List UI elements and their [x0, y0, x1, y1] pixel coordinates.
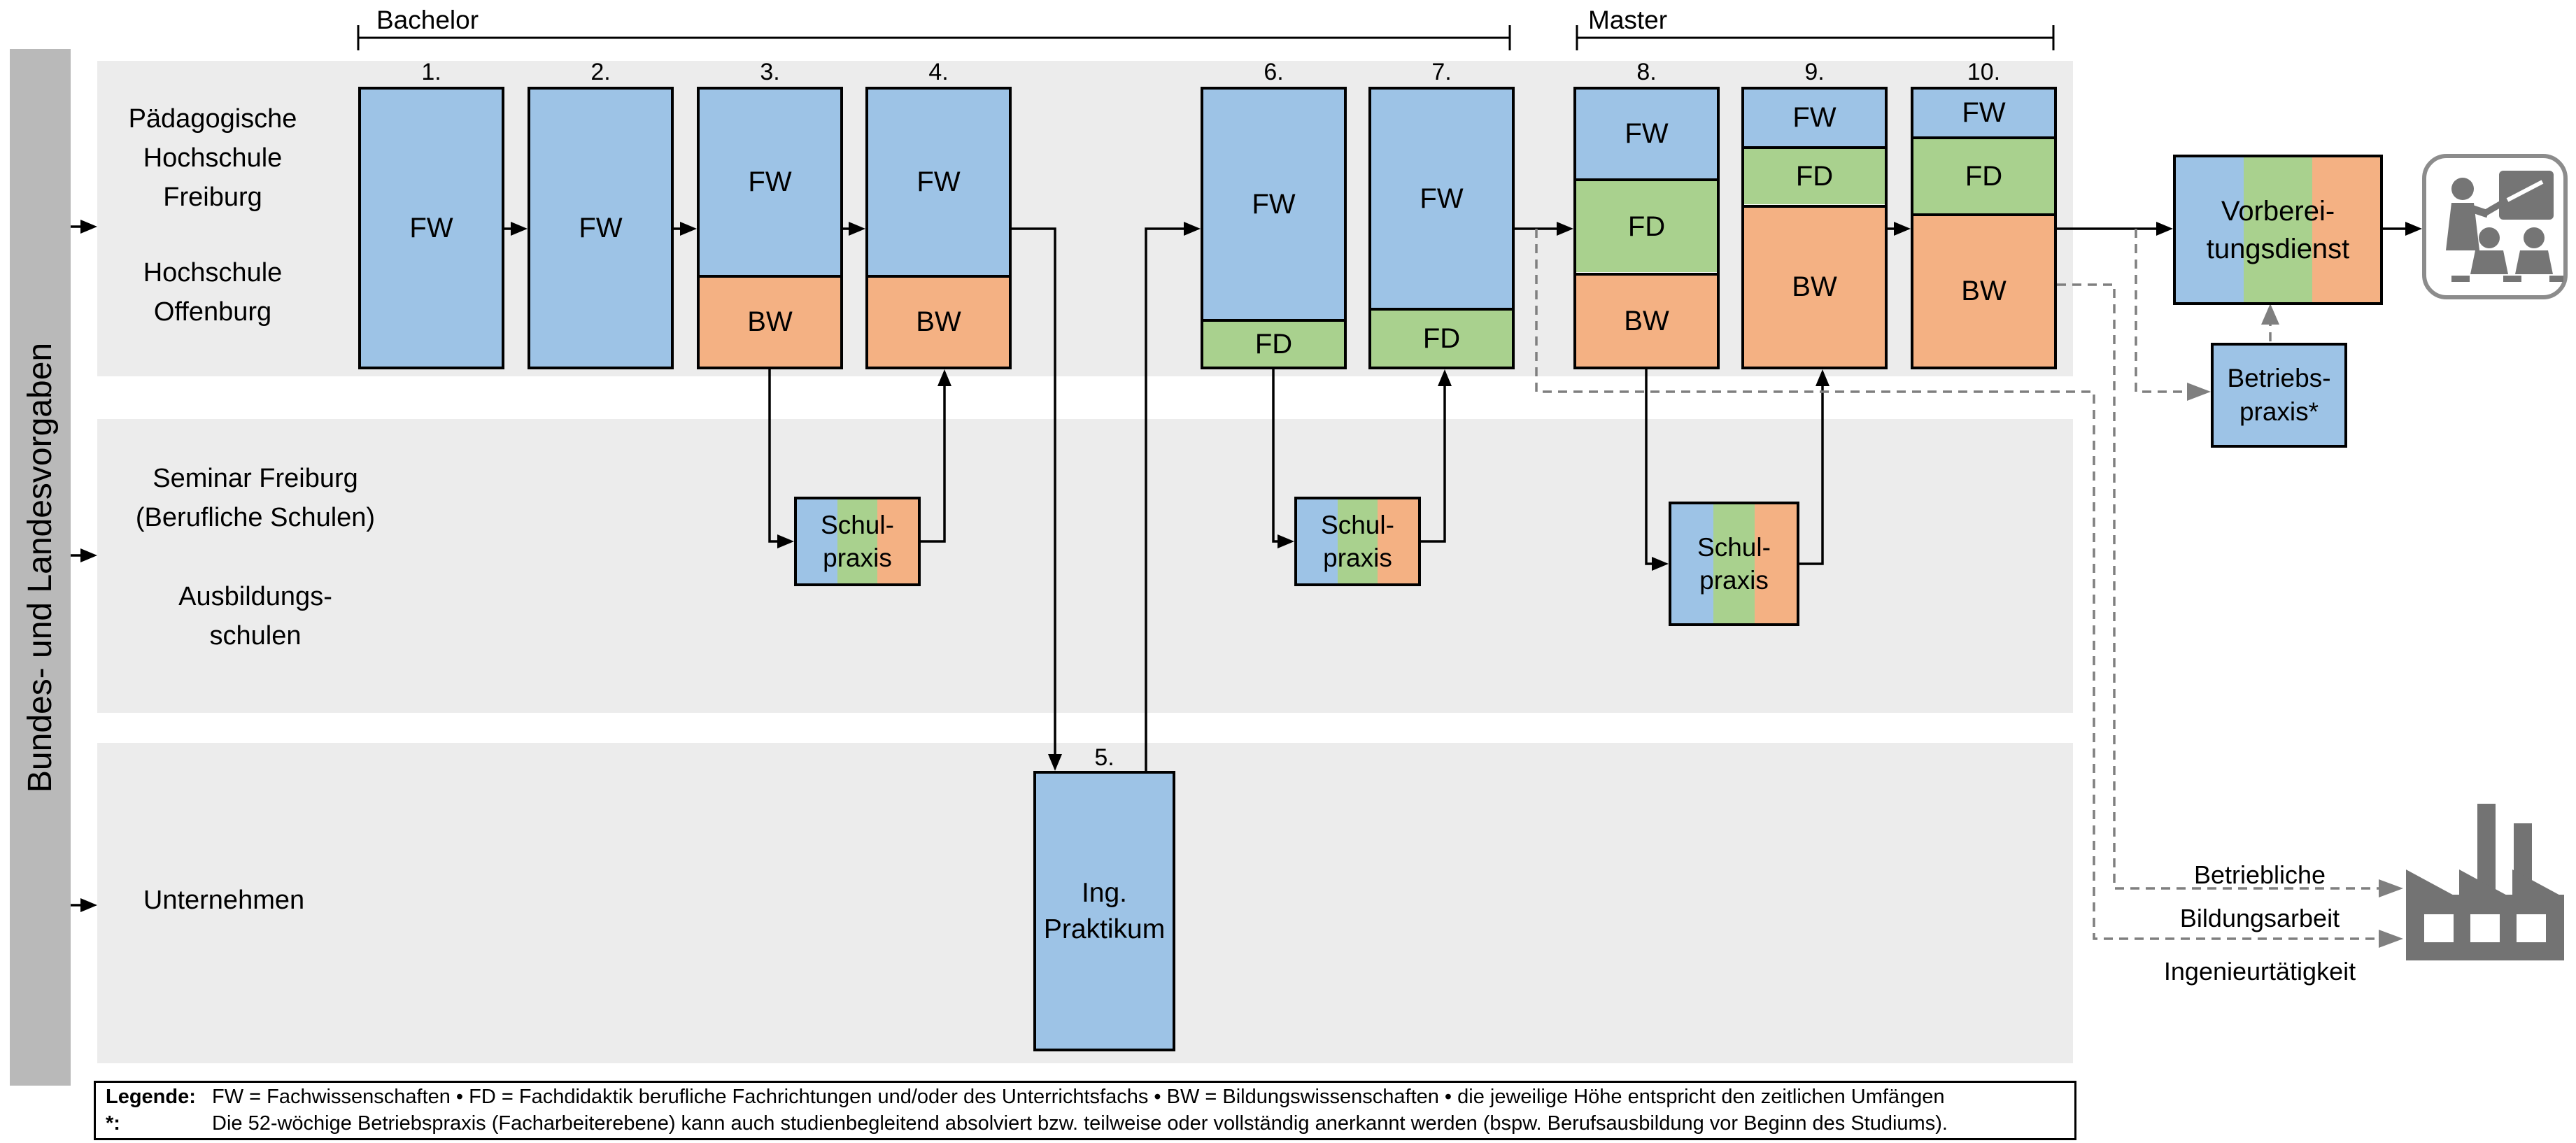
- segment-fd: FD: [1371, 308, 1512, 367]
- segment-fd: FD: [1744, 146, 1885, 204]
- schulpraxis-stripes: [797, 499, 919, 583]
- segment-fw: FW: [700, 90, 840, 275]
- row-label-unternehmen: Unternehmen: [143, 886, 305, 915]
- factory-icon: [2406, 804, 2564, 960]
- semester-number-2: 2.: [590, 59, 611, 85]
- classroom-teaching-icon: [2422, 154, 2568, 299]
- semester-column-1: FW: [358, 87, 504, 369]
- segment-fw: FW: [868, 90, 1009, 275]
- phase-label-master: Master: [1588, 6, 1668, 34]
- segment-fw: FW: [361, 90, 502, 367]
- blackboard-shape: [2499, 171, 2554, 220]
- semester-number-10: 10.: [1967, 59, 2001, 85]
- segment-bw: BW: [1744, 205, 1885, 367]
- semester-column-2: FW: [528, 87, 674, 369]
- segment-fw: FW: [1913, 90, 2054, 136]
- phase-brackets: [357, 25, 2055, 50]
- segment-bw: BW: [1576, 273, 1717, 367]
- legend-box: Legende: FW = Fachwissenschaften • FD = …: [94, 1081, 2076, 1140]
- vorbereitungsdienst-stripes: [2176, 157, 2380, 302]
- row-label-seminar: Seminar Freiburg(Berufliche Schulen): [135, 464, 376, 532]
- student-figures: [2451, 227, 2563, 282]
- segment-bw: BW: [1913, 213, 2054, 367]
- segment-fd: FD: [1203, 319, 1344, 367]
- semester-number-5: 5.: [1094, 744, 1114, 771]
- ing-praktikum-box: Ing.Praktikum: [1033, 771, 1175, 1051]
- semester-number-6: 6.: [1264, 59, 1284, 85]
- semester-number-8: 8.: [1636, 59, 1657, 85]
- segment-fw: FW: [530, 90, 671, 367]
- phase-label-bachelor: Bachelor: [376, 6, 479, 34]
- dashed-arrowheads: [2187, 304, 2403, 948]
- segment-fw: FW: [1371, 90, 1512, 308]
- outcome-label-ingenieurtaetigkeit: Ingenieurtätigkeit: [2163, 957, 2356, 986]
- segment-bw: BW: [868, 275, 1009, 367]
- outcome-label-bildungsarbeit: Bildungsarbeit: [2179, 904, 2340, 932]
- segment-fw: FW: [1744, 90, 1885, 146]
- semester-number-4: 4.: [928, 59, 949, 85]
- legend-line-2: Die 52-wöchige Betriebspraxis (Facharbei…: [212, 1112, 1948, 1135]
- semester-number-3: 3.: [760, 59, 780, 85]
- sidebar-bundes-landesvorgaben: Bundes- und Landesvorgaben: [10, 49, 71, 1086]
- segment-bw: BW: [700, 275, 840, 367]
- vorbereitungsdienst-box: Vorberei-tungsdienst: [2173, 155, 2383, 305]
- dashed-option-lines: [1535, 229, 2380, 940]
- legend-label: Legende:: [106, 1086, 196, 1108]
- semester-number-1: 1.: [421, 59, 441, 85]
- semester-number-9: 9.: [1804, 59, 1825, 85]
- teacher-figure: [2446, 178, 2489, 250]
- row-label-ausbildungsschulen: Ausbildungs-schulen: [178, 582, 332, 651]
- schulpraxis-stripes: [1671, 504, 1797, 623]
- outcome-label-betriebliche: Betriebliche: [2193, 860, 2326, 889]
- solid-arrowheads: [80, 220, 2422, 912]
- betriebspraxis-box: Betriebs-praxis*: [2211, 343, 2347, 448]
- semester-number-7: 7.: [1431, 59, 1452, 85]
- schulpraxis-stripes: [1297, 499, 1419, 583]
- segment-fw: FW: [1576, 90, 1717, 178]
- legend-star: *:: [106, 1112, 120, 1135]
- schulpraxis-box-3: Schul-praxis: [1669, 502, 1799, 626]
- solid-flow-lines: [71, 225, 2406, 907]
- schulpraxis-box-2: Schul-praxis: [1294, 497, 1421, 586]
- segment-fd: FD: [1576, 178, 1717, 272]
- schulpraxis-box-1: Schul-praxis: [794, 497, 921, 586]
- segment-fw: FW: [1203, 90, 1344, 319]
- segment-fd: FD: [1913, 136, 2054, 214]
- legend-line-1: FW = Fachwissenschaften • FD = Fachdidak…: [212, 1086, 1945, 1108]
